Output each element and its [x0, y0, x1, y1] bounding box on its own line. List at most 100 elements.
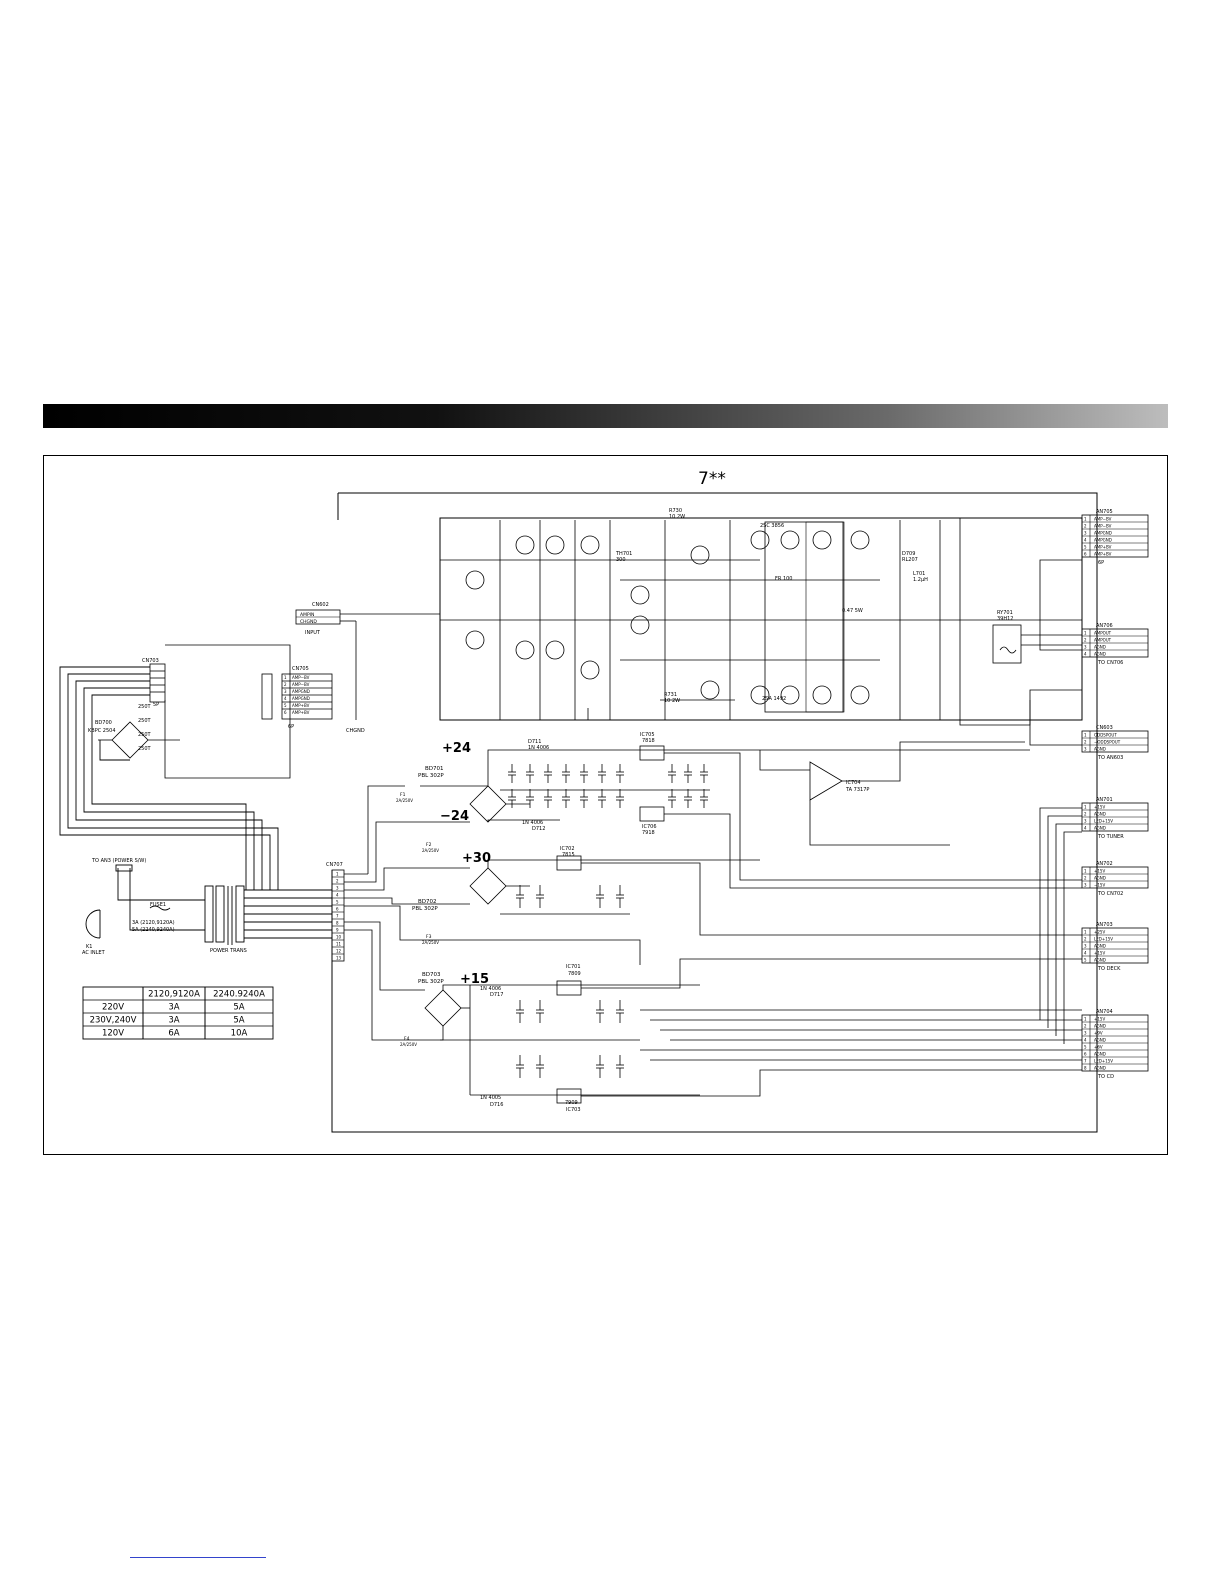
connector-pin-label: LED+15V — [1094, 1059, 1113, 1064]
regulators — [556, 745, 843, 1104]
connector-pin-label: AGND — [1094, 1024, 1106, 1029]
connector-box — [1081, 730, 1149, 753]
sec-tap-3: 250T — [138, 732, 152, 738]
fuse-table-cell: 120V — [102, 1029, 124, 1039]
connector-pin-label: AGND — [1094, 958, 1106, 963]
connector-name: AN705 — [1096, 509, 1113, 515]
connector-pin-label: AMP−BV — [1094, 524, 1112, 529]
bd702-label: BD702 — [418, 899, 437, 905]
connector-pin-label: +15V — [1094, 805, 1105, 810]
connector-name: AN702 — [1096, 861, 1113, 867]
connector-pin-num: 5 — [1084, 958, 1087, 963]
input-label: INPUT — [305, 630, 321, 636]
fuse-table-cell: 10A — [231, 1029, 248, 1039]
connector-pin-label: ODDSPOUT — [1094, 733, 1117, 738]
ic703-part: 7909 — [565, 1100, 578, 1106]
ic704-part: TA 7317P — [845, 787, 869, 793]
cn707-pin-num: 9 — [336, 928, 339, 933]
connector-pin-num: 2 — [1084, 812, 1087, 817]
cn705-left-pin-label: AMP+BV — [292, 710, 310, 715]
connector-pin-num: 3 — [1084, 819, 1087, 824]
fuse-table-cell: 3A — [168, 1016, 179, 1026]
cn703-label: CN703 — [142, 658, 159, 664]
d709-part: RL207 — [902, 557, 918, 563]
connector-footer: TO TUNER — [1097, 834, 1124, 840]
to-an3-label: TO AN3 (POWER S/W) — [91, 858, 146, 864]
connector-pin-label: +15V — [1094, 1017, 1105, 1022]
r731-value: 10 2W — [664, 698, 680, 704]
d709-label: D709 — [902, 551, 915, 557]
r730-value: 10 2W — [669, 514, 685, 520]
connector-pin-label: −ODDSPOUT — [1094, 740, 1121, 745]
connector-pin-label: +15V — [1094, 951, 1105, 956]
chgnd-pin: CHGND — [300, 619, 317, 625]
cn707-pin-num: 1 — [336, 872, 339, 877]
connector-pin-label: AGND — [1094, 1052, 1106, 1057]
connector-pin-num: 3 — [1084, 1031, 1087, 1036]
connector-box — [1081, 866, 1149, 889]
cn707-pin-num: 2 — [336, 879, 339, 884]
connector-pin-label: AMP+BV — [1094, 545, 1112, 550]
connector-pin-num: 2 — [1084, 937, 1087, 942]
d716-label: D716 — [490, 1102, 503, 1108]
cn705-left-pin-label: AMP+BV — [292, 703, 310, 708]
rail-minus24: −24 — [440, 809, 469, 824]
amp-transistor-array — [440, 520, 1082, 721]
r777-value: FR 100 — [775, 576, 792, 582]
connector-pin-label: AMP+BV — [1094, 552, 1112, 557]
connector-pin-num: 5 — [1084, 545, 1087, 550]
regulator-labels: IC705 7818 IC706 7918 IC702 7815 IC701 7… — [480, 732, 869, 1113]
bd703-part: PBL 302P — [418, 979, 444, 985]
ac-inlet-label: AC INLET — [82, 950, 106, 956]
connector-pin-num: 3 — [1084, 944, 1087, 949]
ic705-part: 7818 — [642, 738, 655, 744]
cn705-left-pin-label: AMPGND — [292, 689, 310, 694]
cn703-size: 5P — [153, 702, 159, 708]
connector-pin-num: 6 — [1084, 1052, 1087, 1057]
cn705-left-pin-label: AMP−BV — [292, 675, 310, 680]
fuse1-label: FUSE1 — [150, 902, 166, 908]
connector-pin-label: AMPOUT — [1094, 638, 1112, 643]
connector-pin-num: 4 — [1084, 538, 1087, 543]
cn707-pin-num: 7 — [336, 914, 339, 919]
fuse-table-cell: 3A — [168, 1003, 179, 1013]
cn707-pin-num: 4 — [336, 893, 339, 898]
cn705-left-pin-num: 6 — [284, 710, 287, 715]
ry701-part: 39H12 — [997, 616, 1013, 622]
sec-tap-1: 250T — [138, 704, 152, 710]
ic705-label: IC705 — [640, 732, 655, 738]
connector-footer: TO CN706 — [1097, 660, 1123, 666]
ic706-part: 7918 — [642, 830, 655, 836]
sec-tap-2: 250T — [138, 718, 152, 724]
connector-pin-label: +25V — [1094, 930, 1105, 935]
connector-pin-num: 8 — [1084, 1066, 1087, 1071]
connector-pin-num: 3 — [1084, 531, 1087, 536]
connector-pin-num: 1 — [1084, 733, 1087, 738]
connector-name: AN701 — [1096, 797, 1113, 803]
th701-value: 300 — [616, 557, 626, 563]
connector-pin-label: LED+15V — [1094, 937, 1113, 942]
rail-plus24: +24 — [442, 741, 471, 756]
section-header-bar — [43, 404, 1168, 428]
fuse-f2-label: F2 — [426, 842, 432, 848]
connector-pin-label: LED+15V — [1094, 819, 1113, 824]
bus-wiring-right — [581, 700, 1082, 1097]
connector-pin-label: AGND — [1094, 876, 1106, 881]
cn707-pin-num: 5 — [336, 900, 339, 905]
relay-labels: RY701 39H12 — [997, 610, 1013, 622]
cn707-pin-num: 8 — [336, 921, 339, 926]
cn703-bd700-labels: CN703 5P BD700 KBPC 2504 CN705 6P 250T 2… — [88, 658, 309, 752]
input-connector-cn602: CN602 AMPIN CHGND INPUT CHGND — [295, 602, 440, 734]
cn707-pin-num: 10 — [336, 935, 342, 940]
chgnd-ground-label: CHGND — [346, 728, 365, 734]
connector-pin-num: 2 — [1084, 740, 1087, 745]
connector-pin-label: AMP−BV — [1094, 517, 1112, 522]
connector-pin-num: 4 — [1084, 826, 1087, 831]
connector-footer: TO CD — [1097, 1074, 1114, 1080]
fuse-table-cell: 6A — [168, 1029, 179, 1039]
connector-pin-num: 2 — [1084, 1024, 1087, 1029]
d711-part: 1N 4006 — [528, 745, 549, 751]
cn705-left-pin-num: 4 — [284, 696, 287, 701]
